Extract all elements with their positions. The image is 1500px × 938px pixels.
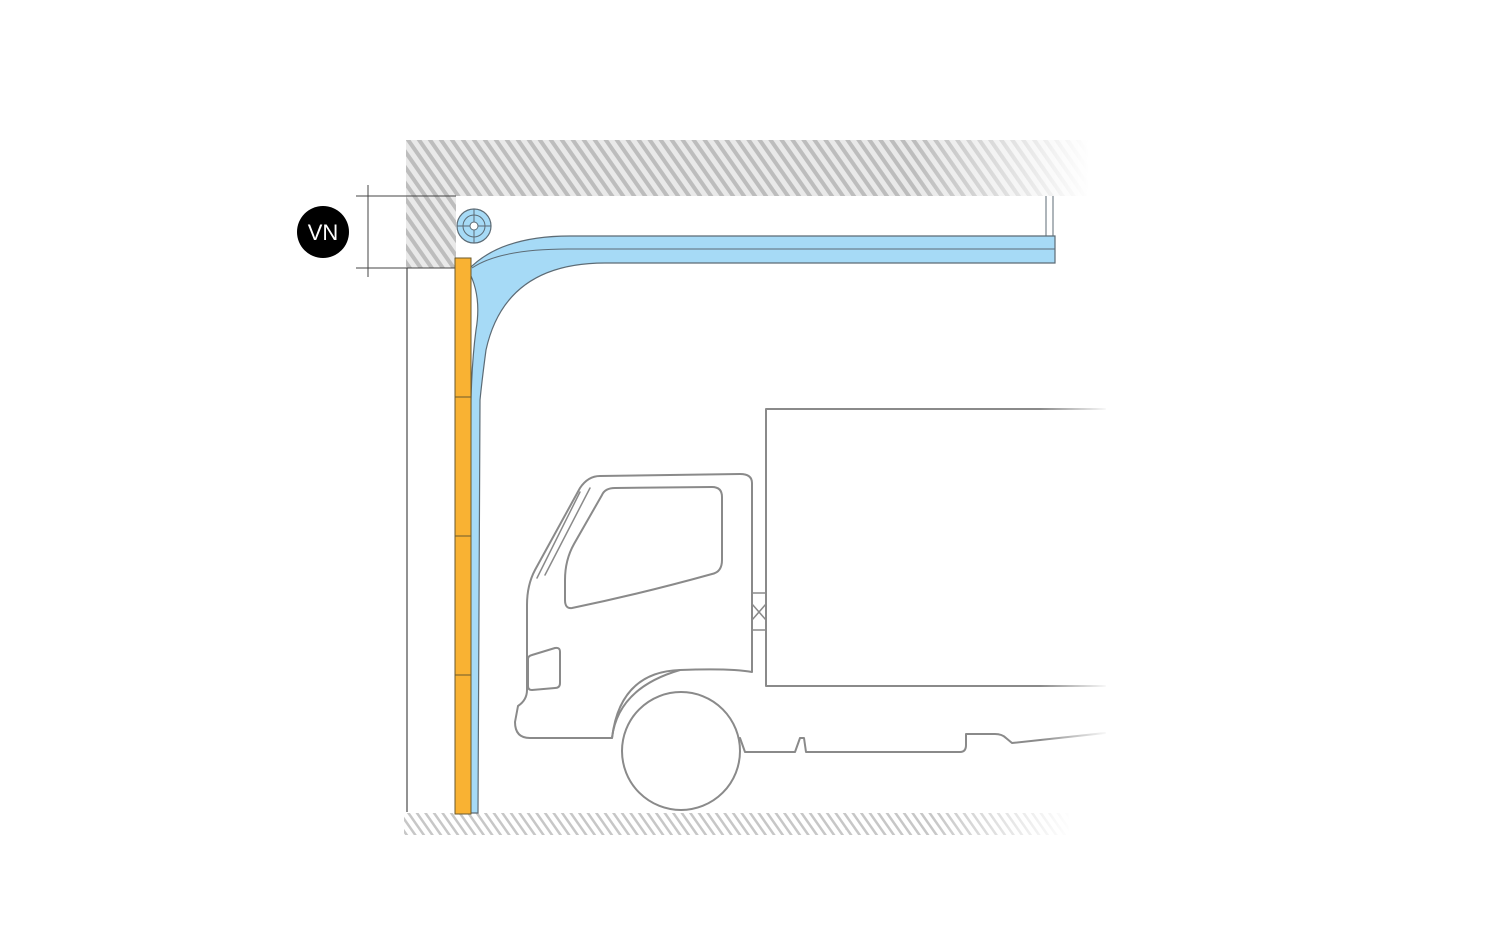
truck-headlight <box>527 646 561 691</box>
truck-wheel <box>621 691 741 811</box>
door-panels <box>454 257 472 815</box>
truck-cargo-box <box>765 408 1106 687</box>
headroom-dimension <box>356 185 456 277</box>
truck <box>514 408 1106 811</box>
track-end-bracket <box>1045 196 1054 236</box>
truck-cab <box>514 473 753 739</box>
dimension-badge: VN <box>297 206 349 258</box>
door-track <box>467 235 1056 814</box>
truck-wheel-arch <box>611 669 681 739</box>
torsion-shaft-icon <box>456 208 492 244</box>
truck-chassis <box>739 732 1106 753</box>
wall <box>406 267 456 812</box>
truck-window <box>564 486 723 610</box>
floor <box>404 811 1072 837</box>
badge-label: VN <box>308 220 339 245</box>
ceiling <box>406 138 1090 268</box>
